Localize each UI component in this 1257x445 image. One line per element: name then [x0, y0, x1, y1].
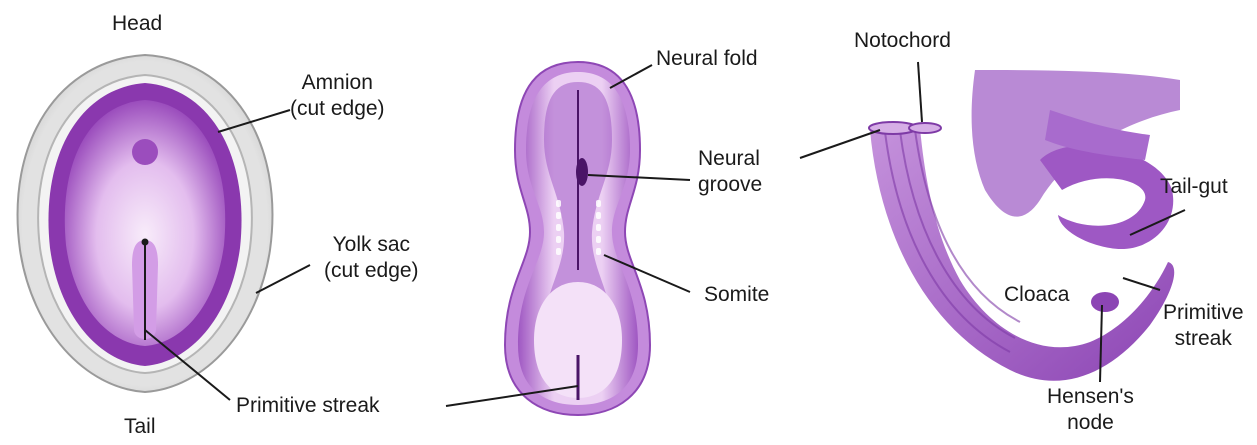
label-hensens-node-line-1: Hensen's: [1047, 384, 1134, 410]
primitive-node: [142, 239, 149, 246]
label-amnion-line-1: Amnion: [290, 70, 385, 96]
label-neural-groove-line-1: Neural: [698, 146, 762, 172]
label-somite: Somite: [704, 282, 769, 308]
label-hensens-node: Hensen's node: [1047, 384, 1134, 436]
notochord-opening: [909, 123, 941, 133]
primitive-streak-3-leader: [1123, 278, 1160, 290]
label-neural-groove-line-2: groove: [698, 172, 762, 198]
label-yolk-sac-line-2: (cut edge): [324, 258, 419, 284]
label-yolk-sac: Yolk sac (cut edge): [324, 232, 419, 284]
label-primitive-streak: Primitive streak: [236, 393, 380, 419]
panel-2-neurula: [505, 62, 650, 415]
label-amnion-line-2: (cut edge): [290, 96, 385, 122]
notochord-leader: [918, 62, 922, 122]
label-hensens-node-line-2: node: [1047, 410, 1134, 436]
label-primitive-streak-3-line-1: Primitive: [1163, 300, 1244, 326]
label-notochord: Notochord: [854, 28, 951, 54]
label-head: Head: [112, 11, 162, 37]
label-primitive-streak-3-line-2: streak: [1163, 326, 1244, 352]
head-marker: [132, 139, 158, 165]
neural-groove-mark: [576, 158, 588, 186]
hensens-node-mark: [1091, 292, 1119, 312]
label-amnion: Amnion (cut edge): [290, 70, 385, 122]
panel-1-embryo: [18, 55, 273, 392]
panel-3-caudal-end: [869, 70, 1180, 381]
label-primitive-streak-3: Primitive streak: [1163, 300, 1244, 352]
label-cloaca: Cloaca: [1004, 282, 1069, 308]
tail-gut-loop: [1040, 146, 1173, 249]
label-yolk-sac-line-1: Yolk sac: [324, 232, 419, 258]
neural-tube-leader: [800, 130, 880, 158]
label-neural-groove: Neural groove: [698, 146, 762, 198]
label-tail-gut: Tail-gut: [1160, 174, 1228, 200]
hensens-node-leader: [1100, 305, 1102, 382]
label-tail: Tail: [124, 414, 156, 440]
label-neural-fold: Neural fold: [656, 46, 758, 72]
